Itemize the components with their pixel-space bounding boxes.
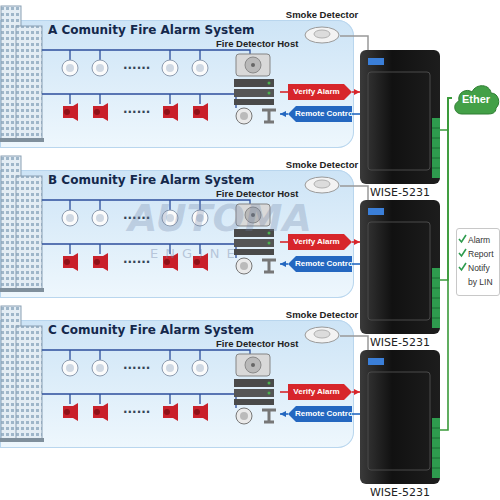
wise-controller: WISE-5231	[360, 50, 440, 184]
device-label: WISE-5231	[360, 186, 440, 199]
ethernet-cloud: Ether	[452, 80, 500, 116]
connector	[352, 391, 360, 393]
host-label: Fire Detector Host	[216, 338, 298, 349]
verify-arrow: Verify Alarm	[288, 234, 352, 250]
wise-controller: WISE-5231	[360, 350, 440, 484]
connector	[280, 263, 288, 265]
connector	[352, 113, 360, 115]
detector-body	[305, 327, 339, 343]
band-title: B Comunity Fire Alarm System	[48, 173, 254, 187]
connector	[280, 241, 288, 243]
feature-list: AlarmReportNotifyby LIN	[456, 228, 500, 296]
detector-label: Smoke Detector	[286, 309, 358, 320]
detector-center	[314, 180, 330, 188]
arrow-label: Verify Alarm	[288, 234, 352, 250]
detector-label: Smoke Detector	[286, 159, 358, 170]
host-label: Fire Detector Host	[216, 38, 298, 49]
system-band: C Comunity Fire Alarm SystemFire Detecto…	[0, 320, 354, 448]
detector-body	[305, 27, 339, 43]
band-title: A Comunity Fire Alarm System	[48, 23, 255, 37]
arrow-label: Remote Control	[288, 406, 352, 422]
arrow-label: Remote Control	[288, 256, 352, 272]
control-arrow: Remote Control	[288, 106, 352, 122]
verify-arrow: Verify Alarm	[288, 84, 352, 100]
host-label: Fire Detector Host	[216, 188, 298, 199]
connector	[440, 98, 452, 130]
cloud-label: Ether	[452, 80, 500, 118]
connector	[352, 241, 360, 243]
connector	[352, 413, 360, 415]
device-label: WISE-5231	[360, 486, 440, 499]
system-band: A Comunity Fire Alarm SystemFire Detecto…	[0, 20, 354, 148]
smoke-detector: Smoke Detector	[304, 326, 340, 344]
control-arrow: Remote Control	[288, 406, 352, 422]
detector-center	[314, 330, 330, 338]
arrow-label: Verify Alarm	[288, 84, 352, 100]
control-arrow: Remote Control	[288, 256, 352, 272]
verify-arrow: Verify Alarm	[288, 384, 352, 400]
check-mark	[459, 235, 466, 242]
detector-shape	[304, 326, 340, 344]
connector	[280, 413, 288, 415]
row-illustration	[0, 306, 440, 478]
feature-item: by LIN	[457, 275, 499, 289]
arrow-label: Verify Alarm	[288, 384, 352, 400]
detector-label: Smoke Detector	[286, 9, 358, 20]
detector-center	[314, 30, 330, 38]
device-label: WISE-5231	[360, 336, 440, 349]
smoke-detector: Smoke Detector	[304, 26, 340, 44]
detector-body	[305, 177, 339, 193]
connector	[280, 113, 288, 115]
detector-shape	[304, 176, 340, 194]
system-band: B Comunity Fire Alarm SystemFire Detecto…	[0, 170, 354, 298]
connector	[280, 391, 288, 393]
connector	[352, 263, 360, 265]
connector	[352, 91, 360, 93]
detector-shape	[304, 26, 340, 44]
arrow-label: Remote Control	[288, 106, 352, 122]
row-illustration	[0, 6, 440, 178]
connector	[440, 98, 452, 430]
connector	[440, 98, 452, 280]
check-mark	[459, 249, 466, 256]
connector	[280, 91, 288, 93]
band-title: C Comunity Fire Alarm System	[48, 323, 254, 337]
row-illustration	[0, 156, 440, 328]
wise-controller: WISE-5231	[360, 200, 440, 334]
smoke-detector: Smoke Detector	[304, 176, 340, 194]
check-mark	[459, 263, 466, 270]
